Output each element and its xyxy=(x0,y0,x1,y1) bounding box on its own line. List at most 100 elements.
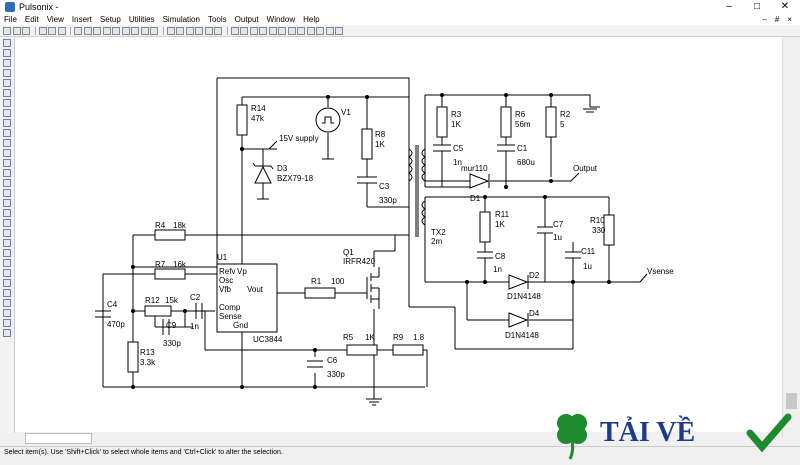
bus-tool-icon[interactable] xyxy=(3,59,11,67)
new-file-icon[interactable] xyxy=(3,26,11,35)
print-icon[interactable] xyxy=(38,26,47,35)
capacitor-c9[interactable]: C9 330p xyxy=(162,319,181,348)
highlight-tool-icon[interactable] xyxy=(3,309,11,317)
capacitor-c3[interactable]: C3 330p xyxy=(357,176,397,205)
polygon-tool-icon[interactable] xyxy=(3,119,11,127)
resistor-r7[interactable]: R7 16k xyxy=(154,260,187,280)
power-tool-icon[interactable] xyxy=(3,159,11,167)
schematic-svg[interactable]: U1 Refv Vp Osc Vfb Vout Comp Sense Gnd U… xyxy=(15,37,782,432)
component-tool-icon[interactable] xyxy=(3,129,11,137)
copy-icon[interactable] xyxy=(83,26,92,35)
zoom-all-icon[interactable] xyxy=(214,26,222,35)
group-tool-icon[interactable] xyxy=(3,269,11,277)
doc-minimize-button[interactable]: – xyxy=(762,15,767,24)
properties-icon[interactable] xyxy=(121,26,130,35)
transformer-tx2[interactable]: TX2 2m xyxy=(408,145,446,246)
split-tool-icon[interactable] xyxy=(3,299,11,307)
paste-icon[interactable] xyxy=(93,26,101,35)
sheet-tab[interactable] xyxy=(25,433,92,444)
capacitor-c4[interactable]: C4 470p xyxy=(95,300,125,329)
resistor-r10[interactable]: R10 330 xyxy=(590,214,615,246)
vertical-scrollbar[interactable] xyxy=(782,37,800,437)
net-label-output[interactable]: Output xyxy=(570,164,598,182)
minimize-button[interactable]: – xyxy=(726,1,732,12)
grid-icon[interactable] xyxy=(249,26,258,35)
menu-edit[interactable]: Edit xyxy=(24,15,39,24)
probe-tool-icon[interactable] xyxy=(3,209,11,217)
menu-utilities[interactable]: Utilities xyxy=(128,15,155,24)
layers-icon[interactable] xyxy=(297,26,305,35)
more-tools-icon[interactable] xyxy=(3,329,11,337)
measure-tool-icon[interactable] xyxy=(3,219,11,227)
save-icon[interactable] xyxy=(22,26,30,35)
resistor-r5[interactable]: R5 1K xyxy=(343,333,378,356)
block-tool-icon[interactable] xyxy=(3,199,11,207)
menu-setup[interactable]: Setup xyxy=(99,15,121,24)
undo-icon[interactable] xyxy=(48,26,56,35)
doc-close-button[interactable]: × xyxy=(787,15,792,24)
menu-view[interactable]: View xyxy=(46,15,64,24)
capacitor-c8[interactable]: C8 1n xyxy=(477,251,506,274)
port-tool-icon[interactable] xyxy=(3,189,11,197)
wire-tool-icon[interactable] xyxy=(3,49,11,57)
menu-simulation[interactable]: Simulation xyxy=(162,15,200,24)
terminal-tool-icon[interactable] xyxy=(3,149,11,157)
menu-help[interactable]: Help xyxy=(303,15,320,24)
zener-diode-d3[interactable]: D3 BZX79-18 xyxy=(252,155,314,200)
vertical-scroll-thumb[interactable] xyxy=(786,393,797,409)
text-tool-icon[interactable] xyxy=(3,69,11,77)
zoom-fit-icon[interactable] xyxy=(195,26,203,35)
resistor-r3[interactable]: R3 1K xyxy=(436,106,462,138)
cut-icon[interactable] xyxy=(74,26,82,35)
open-file-icon[interactable] xyxy=(12,26,21,35)
diode-d2[interactable]: D2 D1N4148 xyxy=(507,271,541,301)
diode-d1[interactable]: mur110 D1 xyxy=(425,164,490,203)
net-label-15v[interactable]: 15V supply xyxy=(268,134,319,150)
circle-tool-icon[interactable] xyxy=(3,99,11,107)
resistor-r11[interactable]: R11 1K xyxy=(479,210,510,243)
menu-tools[interactable]: Tools xyxy=(207,15,227,24)
resistor-r13[interactable]: R13 3.3k xyxy=(127,341,156,373)
wire-network[interactable] xyxy=(102,77,615,399)
check-icon[interactable] xyxy=(278,26,286,35)
menu-output[interactable]: Output xyxy=(234,15,259,24)
net-label-vsense[interactable]: Vsense xyxy=(615,267,674,283)
capacitor-c6[interactable]: C6 330p xyxy=(307,356,345,379)
horizontal-scrollbar[interactable] xyxy=(15,432,782,444)
voltage-source-v1[interactable]: V1 xyxy=(315,107,351,160)
capacitor-c1[interactable]: C1 680u xyxy=(497,144,535,167)
attribute-tool-icon[interactable] xyxy=(3,229,11,237)
mosfet-q1[interactable]: Q1 IRFR420 xyxy=(343,248,380,309)
menu-insert[interactable]: Insert xyxy=(71,15,92,24)
select-arrow-icon[interactable] xyxy=(230,26,239,35)
ground-tool-icon[interactable] xyxy=(3,169,11,177)
select-mode-icon[interactable] xyxy=(240,26,248,35)
settings-icon[interactable] xyxy=(335,26,343,35)
snap-icon[interactable] xyxy=(259,26,267,35)
bus-icon[interactable] xyxy=(306,26,315,35)
zoom-window-icon[interactable] xyxy=(166,26,175,35)
find-icon[interactable] xyxy=(112,26,120,35)
resistor-r14[interactable]: R14 47k xyxy=(236,104,266,136)
resistor-r4[interactable]: R4 18k xyxy=(154,221,187,241)
zoom-previous-icon[interactable] xyxy=(204,26,213,35)
report-icon[interactable] xyxy=(287,26,296,35)
resistor-r1[interactable]: R1 100 xyxy=(304,277,345,299)
menu-window[interactable]: Window xyxy=(266,15,296,24)
menu-file[interactable]: File xyxy=(4,15,17,24)
label-tool-icon[interactable] xyxy=(3,179,11,187)
resistor-r6[interactable]: R6 56m xyxy=(500,106,531,138)
resistor-r9[interactable]: R9 1.8 xyxy=(392,333,425,356)
schematic-canvas[interactable]: U1 Refv Vp Osc Vfb Vout Comp Sense Gnd U… xyxy=(15,37,782,432)
maximize-button[interactable]: □ xyxy=(753,1,761,12)
zoom-out-icon[interactable] xyxy=(185,26,194,35)
redo-icon[interactable] xyxy=(57,26,66,35)
pin-icon[interactable] xyxy=(316,26,324,35)
resistor-r8[interactable]: R8 1K xyxy=(361,128,386,160)
mirror-tool-icon[interactable] xyxy=(3,249,11,257)
junction-tool-icon[interactable] xyxy=(3,139,11,147)
ungroup-tool-icon[interactable] xyxy=(3,279,11,287)
arc-tool-icon[interactable] xyxy=(3,109,11,117)
select-tool-icon[interactable] xyxy=(3,39,11,47)
capacitor-c11[interactable]: C11 1u xyxy=(565,247,596,271)
